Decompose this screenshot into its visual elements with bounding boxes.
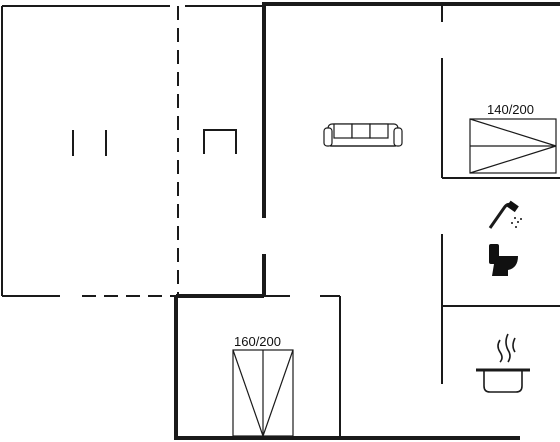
- bed-label-top: 140/200: [487, 102, 534, 117]
- sofa-icon: [323, 123, 403, 147]
- stair-hatch-icon: [203, 129, 237, 154]
- shower-icon: [488, 200, 522, 229]
- bed-top-right: 140/200: [469, 102, 557, 174]
- toilet-icon: [489, 244, 518, 276]
- ladder-icon: [72, 130, 107, 156]
- loft-area: [1, 5, 262, 297]
- bed-label-bottom: 160/200: [234, 334, 281, 349]
- bed-bottom-left: 160/200: [232, 334, 294, 437]
- exterior-walls: [174, 2, 560, 440]
- interior-walls: [264, 4, 560, 438]
- cooking-pot-icon: [476, 333, 530, 393]
